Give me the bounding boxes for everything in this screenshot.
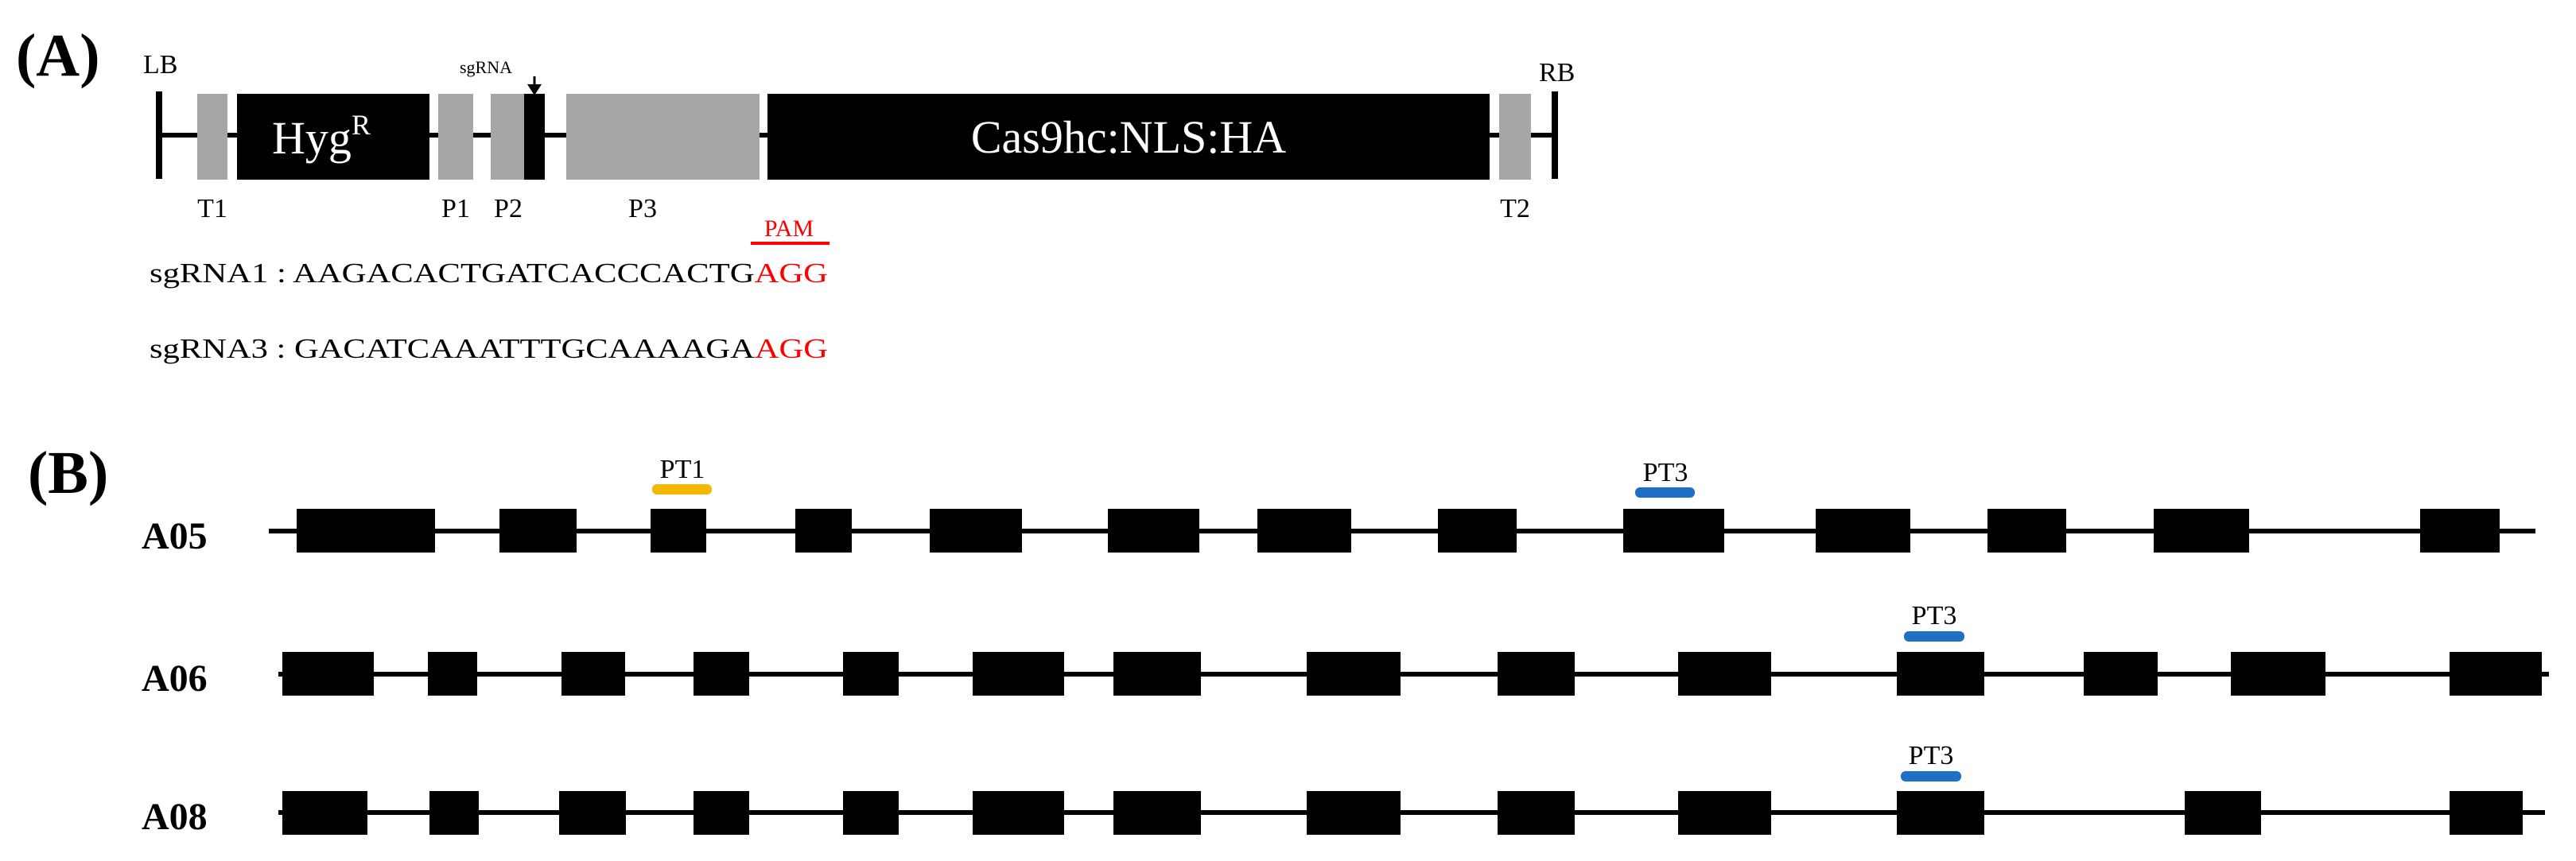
exon	[1498, 791, 1575, 835]
t1-label: T1	[197, 194, 227, 223]
exon	[973, 652, 1064, 696]
exon	[499, 509, 577, 553]
exon	[2450, 652, 2542, 696]
exon	[1678, 652, 1771, 696]
exon	[843, 791, 899, 835]
exon	[1498, 652, 1575, 696]
exon	[297, 509, 435, 553]
p2-label: P2	[494, 194, 523, 223]
row-label: A05	[142, 515, 208, 557]
cas9-block	[767, 94, 1490, 180]
exon	[1113, 652, 1201, 696]
p3-label: P3	[628, 194, 657, 223]
gene-row-a05: A05 PT1 PT3	[142, 455, 2535, 557]
panel-b-label: (B)	[28, 440, 108, 506]
exon	[2420, 509, 2500, 553]
exon	[1438, 509, 1517, 553]
exon	[2154, 509, 2249, 553]
target-label-pt1: PT1	[660, 455, 705, 484]
target-bar-pt3	[1635, 487, 1695, 498]
gene-row-a06: A06 PT3	[142, 601, 2549, 700]
exon	[428, 652, 477, 696]
cas9-label: Cas9hc:NLS:HA	[971, 111, 1286, 163]
exon	[561, 652, 625, 696]
exon	[2450, 791, 2523, 835]
exon	[1987, 509, 2066, 553]
sgrna-block	[524, 94, 545, 180]
hyg-block	[237, 94, 429, 180]
p3-promoter	[566, 94, 760, 180]
exon	[1678, 791, 1771, 835]
exon	[1307, 791, 1401, 835]
hyg-label: HygR	[272, 109, 371, 164]
sgrna-marker-label: sgRNA	[460, 57, 512, 77]
p1-label: P1	[441, 194, 470, 223]
lb-label: LB	[143, 50, 177, 80]
exon	[2084, 652, 2158, 696]
exon	[1108, 509, 1199, 553]
exon	[429, 791, 479, 835]
exon	[1897, 791, 1984, 835]
exon	[559, 791, 626, 835]
exon	[694, 652, 749, 696]
target-bar-pt3	[1901, 771, 1961, 781]
exon	[2231, 652, 2325, 696]
exon	[651, 509, 706, 553]
target-label-pt3: PT3	[1643, 458, 1688, 487]
sgrna-marker-arrow	[527, 84, 542, 95]
pam-label: PAM	[764, 215, 814, 242]
p1-promoter	[438, 94, 473, 180]
t1-terminator	[197, 94, 227, 180]
exon	[795, 509, 852, 553]
exon	[1307, 652, 1401, 696]
row-label: A06	[142, 657, 208, 700]
exon	[1623, 509, 1724, 553]
target-label-pt3: PT3	[1909, 741, 1954, 770]
exon	[2185, 791, 2261, 835]
exon	[282, 791, 367, 835]
gene-row-a08: A08 PT3	[142, 741, 2545, 838]
t2-label: T2	[1500, 194, 1530, 223]
exon	[1816, 509, 1910, 553]
exon	[843, 652, 899, 696]
panel-a-label: (A)	[16, 22, 100, 89]
exon	[282, 652, 374, 696]
target-bar-pt1	[652, 484, 712, 494]
target-bar-pt3	[1904, 631, 1964, 642]
exon	[1257, 509, 1351, 553]
p2-promoter	[491, 94, 524, 180]
rb-label: RB	[1539, 58, 1575, 87]
exon	[930, 509, 1022, 553]
row-label: A08	[142, 796, 208, 838]
target-label-pt3: PT3	[1912, 601, 1957, 630]
exon	[973, 791, 1064, 835]
exon	[1897, 652, 1984, 696]
t2-terminator	[1499, 94, 1531, 180]
exon	[694, 791, 749, 835]
exon	[1113, 791, 1201, 835]
